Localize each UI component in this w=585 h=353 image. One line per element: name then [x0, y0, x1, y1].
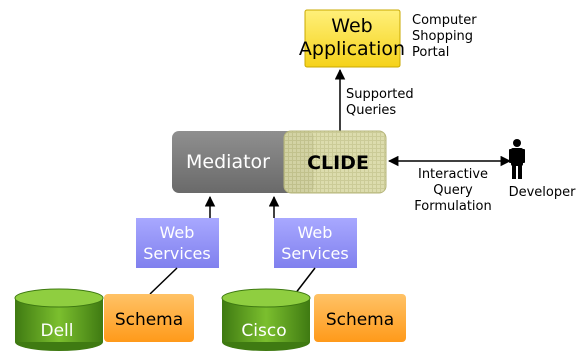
dell-label: Dell: [41, 321, 74, 341]
interactive-query-label: Interactive Query Formulation: [414, 167, 491, 214]
clide-box: CLIDE: [283, 130, 387, 194]
schema-left-box: Schema: [104, 294, 194, 342]
mediator-label: Mediator: [186, 151, 270, 173]
web-services-right-line1: Web: [298, 223, 333, 242]
cisco-database-icon: Cisco: [221, 288, 311, 351]
cisco-label: Cisco: [241, 321, 286, 341]
supported-queries-label: Supported Queries: [346, 87, 414, 118]
web-app-note-line2: Shopping: [412, 29, 473, 44]
schema-left-label: Schema: [115, 310, 183, 330]
web-app-note-line3: Portal: [412, 45, 449, 60]
supported-queries-line2: Queries: [346, 103, 396, 118]
web-services-right-box: Web Services: [274, 218, 357, 268]
web-app-title-line1: Web: [331, 15, 372, 37]
web-application-box: Web Application: [299, 9, 405, 68]
web-app-title-line2: Application: [299, 38, 405, 60]
web-services-left-line2: Services: [143, 244, 210, 263]
developer-label: Developer: [509, 185, 577, 200]
web-app-note: Computer Shopping Portal: [412, 13, 477, 60]
web-services-left-box: Web Services: [136, 218, 219, 268]
schema-right-label: Schema: [326, 310, 394, 330]
clide-label: CLIDE: [307, 152, 369, 174]
web-services-right-line2: Services: [281, 244, 348, 263]
dell-database-icon: Dell: [14, 288, 104, 351]
link-right-schema-ws: [294, 267, 316, 295]
schema-right-box: Schema: [314, 294, 406, 342]
interactive-query-line3: Formulation: [414, 199, 491, 214]
mediator-box: Mediator: [172, 131, 314, 193]
interactive-query-line2: Query: [433, 183, 473, 198]
link-left-schema-ws: [149, 267, 178, 295]
interactive-query-line1: Interactive: [418, 167, 488, 182]
web-app-note-line1: Computer: [412, 13, 477, 28]
developer-person-icon: [509, 139, 525, 179]
web-services-left-line1: Web: [160, 223, 195, 242]
supported-queries-line1: Supported: [346, 87, 414, 102]
